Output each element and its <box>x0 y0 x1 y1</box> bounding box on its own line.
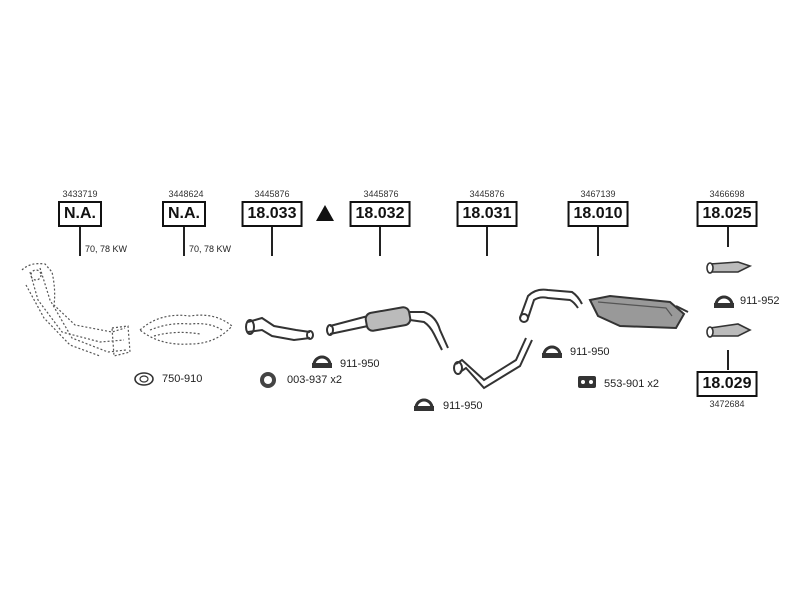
power-label: 70, 78 KW <box>189 244 232 254</box>
catalytic-converter-drawing <box>139 314 233 345</box>
power-label: 70, 78 KW <box>85 244 128 254</box>
tail-pipe-bottom-drawing <box>706 323 752 338</box>
exhaust-manifold-drawing <box>21 263 131 357</box>
rubber-mount-icon <box>578 376 596 388</box>
fitting-label: 911-952 <box>740 295 780 307</box>
sealing-ring-icon <box>260 372 276 388</box>
part-box[interactable]: 18.032 <box>349 201 411 227</box>
part-number: 3445876 <box>363 189 399 199</box>
rear-silencer-drawing <box>519 288 689 330</box>
clamp-icon <box>312 355 332 368</box>
fitting-label: 911-950 <box>570 346 610 358</box>
part-box[interactable]: 18.031 <box>456 201 518 227</box>
part-number: 3448624 <box>168 189 204 199</box>
part-number: 3467139 <box>580 189 616 199</box>
clamp-icon <box>714 295 734 308</box>
part-box[interactable]: 18.025 <box>696 201 758 227</box>
triangle-icon <box>316 205 334 221</box>
part-number: 3445876 <box>254 189 290 199</box>
fitting-label: 911-950 <box>443 400 483 412</box>
clamp-icon <box>414 398 434 411</box>
middle-silencer-drawing <box>326 306 449 351</box>
intermediate-pipe-drawing <box>453 337 533 390</box>
gasket-icon <box>134 372 154 386</box>
fitting-label: 553-901 x2 <box>604 378 660 390</box>
fitting-label: 003-937 x2 <box>287 374 343 386</box>
fitting-label: 750-910 <box>162 373 203 385</box>
part-box[interactable]: 18.033 <box>241 201 303 227</box>
part-box[interactable]: N.A. <box>162 201 206 227</box>
part-box[interactable]: N.A. <box>58 201 102 227</box>
part-number: 3433719 <box>62 189 98 199</box>
tail-pipe-top-drawing <box>706 261 753 274</box>
fitting-label: 911-950 <box>340 358 380 370</box>
part-number: 3445876 <box>469 189 505 199</box>
clamp-icon <box>542 345 562 358</box>
part-box[interactable]: 18.029 <box>696 371 758 397</box>
part-number: 3472684 <box>709 399 745 409</box>
part-number: 3466698 <box>709 189 745 199</box>
part-box[interactable]: 18.010 <box>567 201 629 227</box>
front-pipe-drawing <box>245 316 314 342</box>
